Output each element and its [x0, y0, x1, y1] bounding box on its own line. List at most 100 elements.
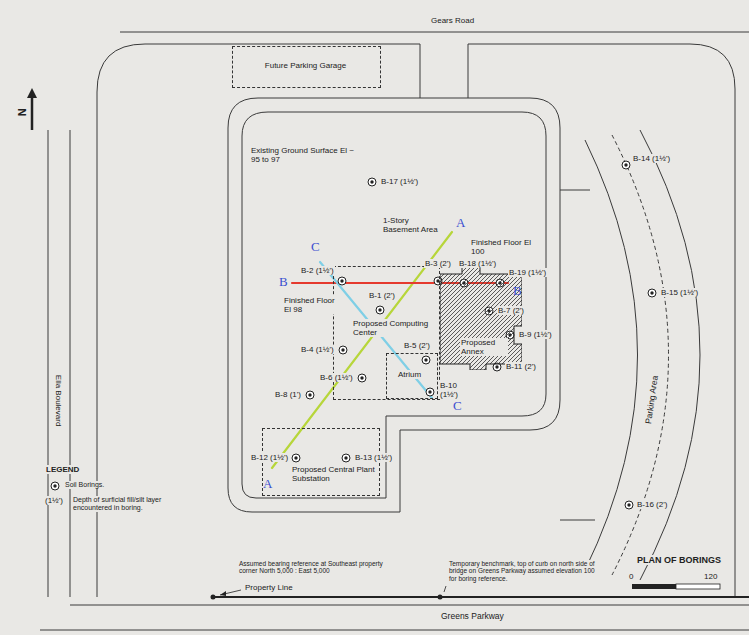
boring-symbol — [426, 388, 434, 396]
section-letter: A — [262, 477, 273, 492]
boring-label: B-15 (1½') — [660, 288, 699, 297]
map-label: Temporary benchmark, top of curb on nort… — [448, 560, 600, 582]
section-lines — [272, 232, 508, 468]
map-label: 120 — [703, 572, 718, 581]
property-line — [213, 596, 749, 598]
section-line-c — [320, 262, 432, 398]
benchmark-marker — [438, 595, 443, 600]
boulevard-edge — [48, 130, 70, 597]
boring-dot — [360, 376, 363, 379]
building-outline: Future Parking Garage — [232, 46, 381, 88]
parking-edge — [640, 130, 700, 580]
boring-symbol — [339, 346, 347, 354]
building-name: Proposed Computing Center — [352, 319, 430, 337]
map-label: Property Line — [244, 583, 294, 592]
boring-centers — [53, 163, 653, 506]
roads — [40, 32, 749, 630]
boring-symbol — [422, 356, 430, 364]
section-letter: C — [452, 399, 463, 414]
north-arrow — [27, 88, 37, 130]
leader-line — [444, 586, 446, 592]
boring-symbol — [625, 501, 633, 509]
boring-symbol — [358, 374, 366, 382]
boring-label: B-19 (1½') — [508, 268, 547, 277]
parking-stalls — [612, 135, 669, 575]
boring-label: B-13 (1½') — [354, 453, 393, 462]
boring-dot — [344, 456, 347, 459]
scale-bar-light — [676, 584, 720, 589]
boring-symbol — [622, 161, 630, 169]
building-name: Future Parking Garage — [233, 61, 378, 70]
leader-arrow — [220, 591, 226, 596]
boring-symbol — [368, 178, 376, 186]
section-letter: B — [512, 284, 523, 299]
boring-dot — [370, 180, 373, 183]
boring-label: B-11 (2') — [505, 362, 537, 371]
map-label: Existing Ground Surface El ~ 95 to 97 — [250, 146, 357, 164]
map-label: 1-Story Basement Area — [382, 216, 448, 234]
annex-outline: Proposed Annex — [440, 266, 522, 370]
boring-dot — [428, 390, 431, 393]
section-letter: C — [310, 240, 321, 255]
boring-dot — [294, 456, 297, 459]
parking-edge — [585, 140, 638, 570]
building-name: Atrium — [397, 370, 433, 379]
boring-label: B-4 (1½') — [300, 345, 335, 354]
boring-dot — [308, 393, 311, 396]
atrium-outline: Atrium — [386, 353, 438, 399]
boring-label: B-9 (1½') — [518, 330, 553, 339]
boring-label: B-2 (1½') — [300, 266, 335, 275]
entrance-drive — [420, 44, 468, 98]
annex-shape — [440, 266, 522, 370]
boring-label: B-7 (2') — [497, 306, 525, 315]
boring-label: B-8 (1') — [274, 390, 302, 399]
soil-borings — [51, 161, 656, 509]
loop-road-outer — [228, 98, 560, 512]
boring-dot — [424, 358, 427, 361]
road-edge — [120, 32, 749, 33]
plan-title: PLAN OF BORINGS — [636, 555, 722, 565]
boring-dot — [650, 291, 653, 294]
map-label: LEGEND — [45, 465, 80, 474]
site-edge — [97, 44, 735, 597]
building-name: Proposed Central Plant Substation — [291, 465, 377, 483]
legend-boring-symbol — [51, 482, 59, 490]
boring-label: B-12 (1½') — [250, 453, 289, 462]
north-arrow-head — [27, 88, 37, 98]
boring-label: B-5 (2') — [403, 341, 431, 350]
map-label: Ella Boulevard — [54, 373, 63, 427]
boring-symbol — [292, 454, 300, 462]
loop-road-inner — [242, 112, 546, 498]
boring-label: B-6 (1½') — [319, 373, 354, 382]
map-label: Assumed bearing reference at Southeast p… — [238, 560, 390, 575]
scale-bar — [632, 584, 720, 589]
map-label: Finished Floor El 98 — [283, 296, 341, 314]
map-label: 0 — [628, 572, 634, 581]
boring-dot — [378, 308, 381, 311]
boring-label: B-16 (2') — [636, 500, 668, 509]
boring-label: B-1 (2') — [368, 291, 396, 300]
map-label: Finished Floor El 100 — [470, 238, 534, 256]
boring-label: B-10 (1½') — [439, 381, 475, 399]
section-line-a — [272, 232, 452, 468]
legend-boring-dot — [53, 484, 56, 487]
north-arrow-shaft — [31, 96, 34, 130]
map-label: N — [16, 107, 29, 117]
boring-symbol — [342, 454, 350, 462]
boring-symbol — [648, 289, 656, 297]
scale-bar-dark — [632, 584, 676, 589]
map-label: (1½') — [44, 496, 64, 505]
building-name: Proposed Annex — [460, 338, 508, 356]
boring-symbol — [306, 391, 314, 399]
leader-line — [220, 590, 241, 595]
boring-symbol — [338, 277, 346, 285]
map-label: Gears Road — [430, 16, 475, 25]
map-label: Greens Parkway — [440, 612, 505, 622]
boring-label: B-17 (1½') — [380, 177, 419, 186]
boring-dot — [340, 279, 343, 282]
boring-label: B-18 (1½') — [458, 259, 497, 268]
section-letter: B — [278, 275, 289, 290]
